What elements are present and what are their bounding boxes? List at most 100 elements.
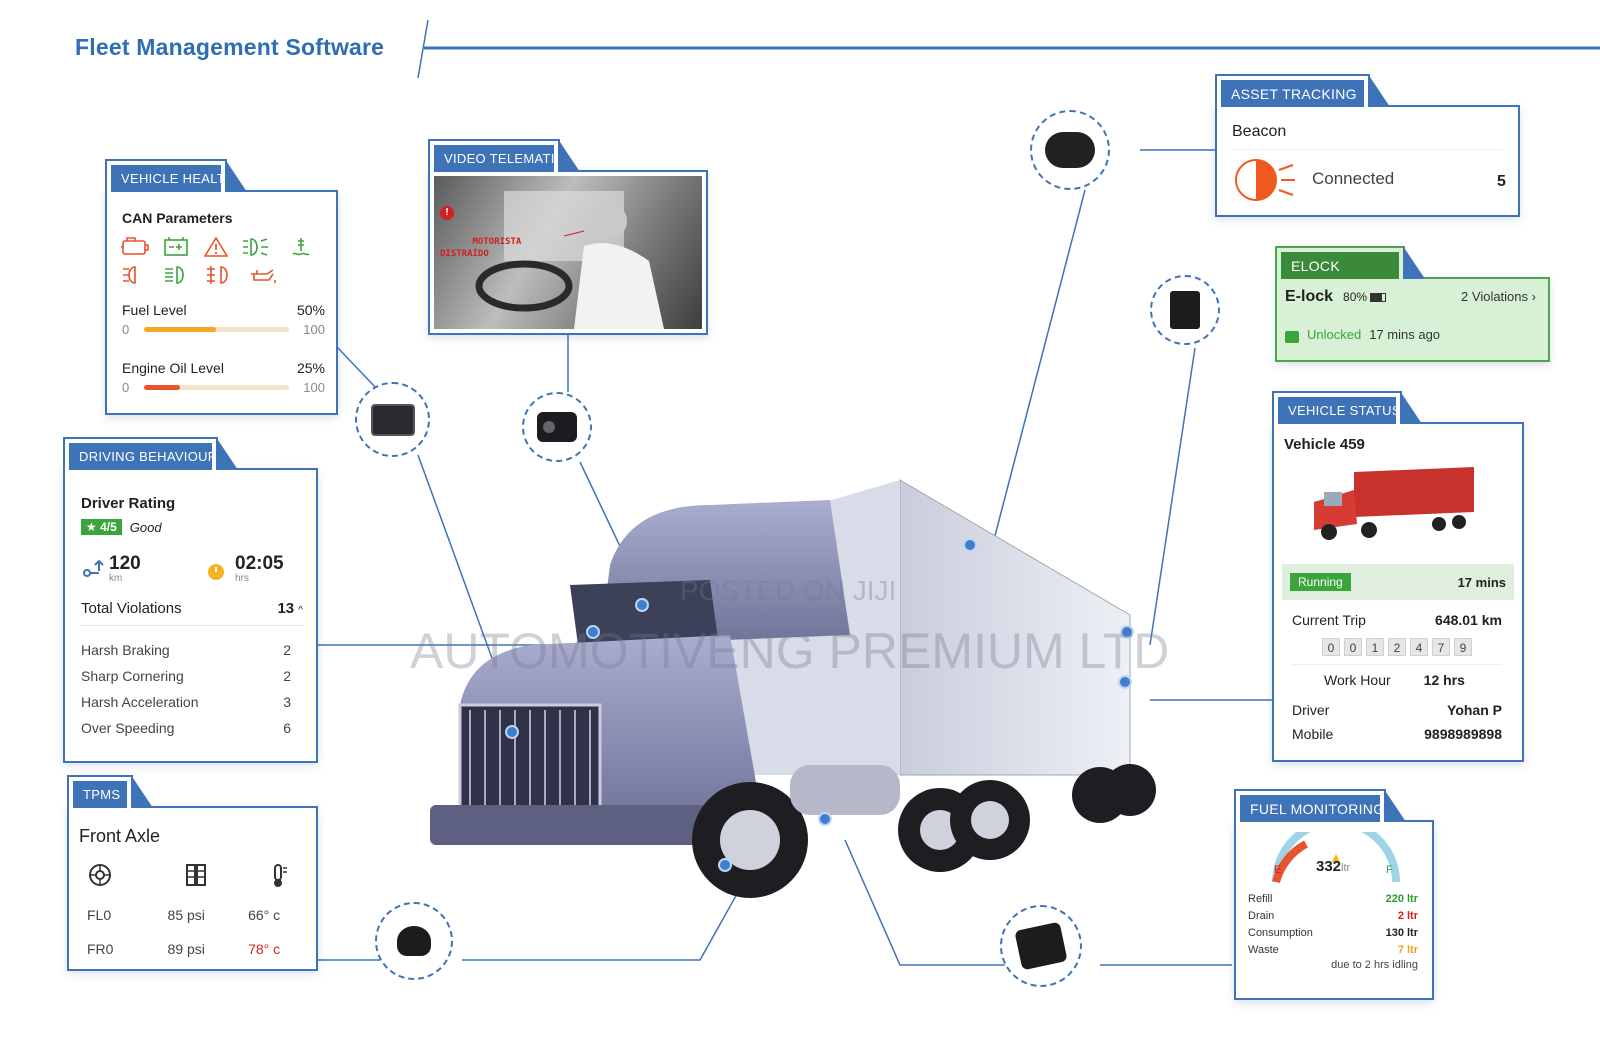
oil-level-bar xyxy=(143,385,289,390)
gauge-empty-label: E xyxy=(1274,864,1282,876)
watermark-posted: POSTED ON JIJI xyxy=(680,575,897,606)
gauge-full-label: F xyxy=(1386,864,1393,876)
driving-behaviour-panel: DRIVING BEHAVIOUR Driver Rating ★ 4/5 Go… xyxy=(63,437,318,763)
coolant-icon xyxy=(292,238,310,256)
fuel-row-value: 220 ltr xyxy=(1385,892,1418,905)
elock-title-row: E-lock 80% xyxy=(1285,288,1387,306)
can-device-circle[interactable] xyxy=(355,382,430,457)
fuel-row-label: Consumption xyxy=(1248,926,1313,939)
waste-note: due to 2 hrs idling xyxy=(1331,959,1418,971)
vehicle-health-panel: VEHICLE HEALTH CAN Parameters Fuel Level… xyxy=(105,159,338,415)
warning-icon xyxy=(203,236,229,257)
battery-icon xyxy=(164,237,188,256)
tpms-icon-row xyxy=(89,863,299,894)
driver-rating-row: ★ 4/5 Good xyxy=(81,519,162,535)
tpms-tab: TPMS xyxy=(67,775,153,808)
beacon-device-icon xyxy=(1045,132,1095,168)
violation-label: Harsh Braking xyxy=(81,642,170,658)
fuel-monitoring-panel: FUEL MONITORING E F 332ltr Refill 220 ltr… xyxy=(1234,789,1434,1000)
fuel-row: Consumption 130 ltr xyxy=(1248,924,1418,941)
route-icon xyxy=(83,559,104,577)
fuel-sensor-circle[interactable] xyxy=(1000,905,1082,987)
total-violations-label: Total Violations xyxy=(81,600,182,617)
violation-count: 2 xyxy=(283,668,291,684)
tire-pressure: 89 psi xyxy=(167,941,205,957)
fuel-min: 0 xyxy=(122,322,130,337)
mobile-row: Mobile 9898989898 xyxy=(1292,726,1502,742)
fog-light-icon xyxy=(123,266,136,284)
elock-tab: ELOCK xyxy=(1275,246,1425,279)
fuel-row-label: Drain xyxy=(1248,909,1275,922)
driver-value: Yohan P xyxy=(1447,702,1502,718)
distance-value: 120 xyxy=(109,553,141,574)
vehicle-thumbnail xyxy=(1309,462,1479,557)
rating-badge: ★ 4/5 xyxy=(81,519,122,535)
duration-stat: 02:05 hrs xyxy=(205,553,284,584)
violation-count: 3 xyxy=(283,694,291,710)
total-violations-count: 13 xyxy=(277,600,295,617)
driver-rating-label: Driver Rating xyxy=(81,495,176,512)
elock-state-row: Unlocked 17 mins ago xyxy=(1285,327,1440,343)
fuel-level-unit: ltr xyxy=(1341,862,1351,874)
elock-state: Unlocked xyxy=(1307,327,1362,342)
elock-violations-link[interactable]: 2 Violations › xyxy=(1461,289,1536,304)
vehicle-state-row: Running 17 mins xyxy=(1282,564,1514,600)
fuel-row-value: 2 ltr xyxy=(1397,909,1418,922)
cab-camera-dot xyxy=(635,598,649,612)
fuel-monitoring-tab: FUEL MONITORING xyxy=(1234,789,1406,822)
elock-device-circle[interactable] xyxy=(1150,275,1220,345)
distance-unit: km xyxy=(109,573,123,584)
tpms-sensor-circle[interactable] xyxy=(375,902,453,980)
odometer-digit: 2 xyxy=(1388,638,1406,656)
tire-icon xyxy=(89,864,111,886)
oil-min: 0 xyxy=(122,380,130,395)
beacon-circle[interactable] xyxy=(1030,110,1110,190)
fuel-row-value: 130 ltr xyxy=(1385,926,1418,939)
fuel-level-bar xyxy=(143,327,289,332)
dashcam-circle[interactable] xyxy=(522,392,592,462)
violation-row: Sharp Cornering 2 xyxy=(81,663,291,689)
engine-icon xyxy=(120,237,149,255)
violation-label: Sharp Cornering xyxy=(81,668,184,684)
duration-value: 02:05 xyxy=(235,553,284,574)
high-beam-icon xyxy=(165,266,184,284)
trip-value: 648.01 km xyxy=(1435,612,1502,628)
rear-fog-icon xyxy=(207,266,228,284)
fuel-level-value: 50% xyxy=(296,302,325,318)
warning-icon: ! xyxy=(440,206,454,220)
fuel-row: Refill 220 ltr xyxy=(1248,890,1418,907)
truck-illustration xyxy=(410,475,1160,925)
total-violations-row[interactable]: Total Violations 13 ^ xyxy=(81,600,303,626)
fuel-dot xyxy=(818,812,832,826)
violation-count: 6 xyxy=(283,720,291,736)
vehicle-health-tab: VEHICLE HEALTH xyxy=(105,159,247,192)
violation-label: Harsh Acceleration xyxy=(81,694,199,710)
video-telematics-panel: VIDEO TELEMATICS ! MOTORISTA DISTRAÍDO xyxy=(428,139,708,335)
fuel-level-number: 332 xyxy=(1316,858,1342,875)
tire-dot xyxy=(718,858,732,872)
odometer-digit: 9 xyxy=(1454,638,1472,656)
work-hour-label: Work Hour xyxy=(1324,672,1391,688)
fuel-sensor-icon xyxy=(1014,921,1068,971)
elock-violations-text: 2 Violations xyxy=(1461,289,1529,304)
obd-device-icon xyxy=(370,403,415,436)
oil-max: 100 xyxy=(303,380,325,395)
fuel-row-label: Refill xyxy=(1248,892,1273,905)
work-hour-row: Work Hour 12 hrs xyxy=(1324,672,1465,688)
engine-dot xyxy=(505,725,519,739)
odometer-digit: 0 xyxy=(1344,638,1362,656)
elock-panel: ELOCK E-lock 80% 2 Violations › Unlocked… xyxy=(1275,246,1550,362)
fuel-row: Drain 2 ltr xyxy=(1248,907,1418,924)
fuel-level-label: Fuel Level xyxy=(122,302,187,318)
front-axle-heading: Front Axle xyxy=(79,826,161,846)
elock-title: E-lock xyxy=(1285,288,1334,305)
headlight-icon xyxy=(243,238,268,256)
odometer-digit: 7 xyxy=(1432,638,1450,656)
violation-row: Harsh Acceleration 3 xyxy=(81,689,291,715)
